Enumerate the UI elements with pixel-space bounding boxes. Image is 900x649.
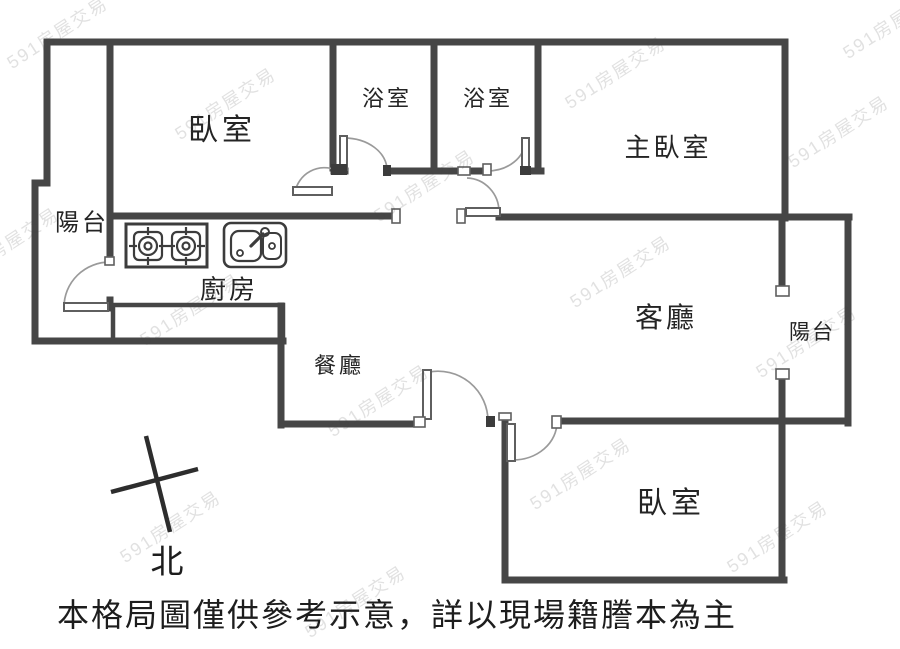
room-label-bathroom-1: 浴室 — [361, 86, 413, 111]
cap-balcony-stub-upper — [775, 285, 790, 297]
door-arc-dining — [428, 370, 489, 422]
north-label: 北 — [150, 543, 184, 580]
room-label-balcony-left: 陽台 — [55, 209, 109, 237]
kitchen-counter-wall — [110, 302, 286, 345]
door-leaves-layer — [63, 135, 530, 462]
door-arc-hallway — [466, 177, 500, 213]
cap-bath-wall-notch — [457, 166, 471, 176]
north-compass-icon — [110, 435, 199, 533]
cap-dining-wall-end — [413, 416, 426, 428]
stove-icon — [124, 222, 209, 269]
cap-balcony-stub-lower — [775, 368, 790, 380]
door-arc-balcony-left — [63, 261, 111, 308]
room-label-master-bedroom: 主臥室 — [624, 132, 712, 163]
door-leaf-balcony-left — [63, 302, 109, 312]
room-label-living-room: 客廳 — [634, 302, 698, 333]
cap-balcony-door-top — [104, 256, 115, 266]
disclaimer-text: 本格局圖僅供參考示意，詳以現場籍謄本為主 — [57, 597, 738, 633]
door-arc-bathroom2 — [486, 140, 526, 172]
sink-icon — [222, 221, 288, 269]
hinge-bathroom2-door — [520, 166, 531, 175]
door-leaf-bedroom2 — [506, 423, 516, 462]
cap-hallway-door-left — [456, 208, 466, 224]
hinge-bedroom1-door — [331, 164, 347, 175]
door-leaf-bedroom1 — [292, 186, 333, 196]
room-label-kitchen: 廚房 — [199, 274, 259, 305]
cap-hallway-a-end — [391, 208, 401, 224]
wall-caps-layer — [104, 163, 790, 429]
hinge-bathroom1-door — [383, 165, 391, 176]
door-leaf-dining — [422, 369, 432, 420]
room-label-bedroom-bottom: 臥室 — [637, 487, 705, 520]
room-label-bedroom-top-left: 臥室 — [188, 114, 256, 147]
cap-bedroom2-door-right — [551, 415, 562, 429]
door-arc-bedroom2 — [512, 421, 558, 461]
room-label-dining-room: 餐廳 — [313, 353, 365, 378]
cap-bedroom2-wall-top — [498, 412, 512, 421]
door-arc-bathroom1 — [343, 137, 388, 171]
wall-left-outer — [31, 38, 51, 345]
cap-bathroom2-door-left — [482, 163, 492, 176]
door-leaf-hallway — [465, 207, 501, 217]
room-label-bathroom-2: 浴室 — [462, 86, 514, 111]
hinge-dining-door — [486, 416, 495, 427]
room-label-balcony-right: 陽台 — [789, 321, 835, 344]
